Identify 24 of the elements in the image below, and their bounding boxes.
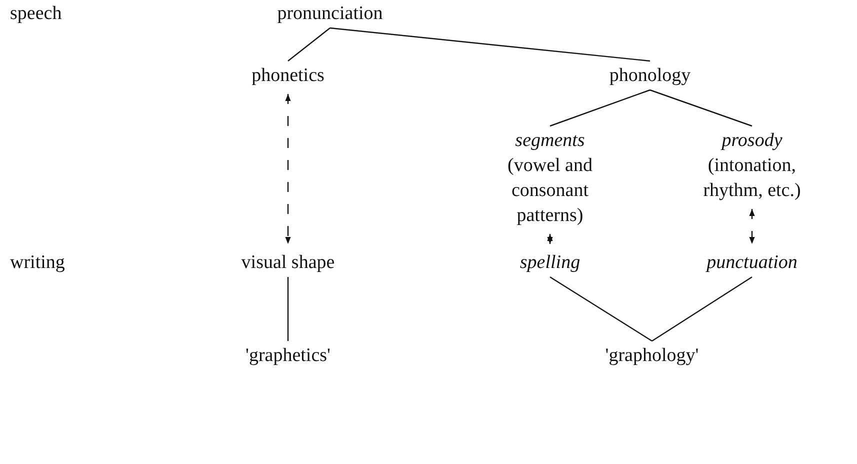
node-label: punctuation [706,251,798,275]
connector-line [550,89,650,127]
node-label: pronunciation [277,2,383,26]
connector-line [288,28,330,62]
dashed-double-arrow [547,234,553,244]
node-label: prosody [722,129,782,153]
connector-line [550,276,652,342]
row-label: speech [10,2,62,26]
node-label: 'graphology' [605,344,699,368]
node-description: (vowel and consonant patterns) [506,154,594,228]
node-label: segments [515,129,585,153]
node-label: spelling [520,251,580,275]
dashed-double-arrow [749,209,755,244]
node-description: (intonation, rhythm, etc.) [702,154,802,203]
node-label: 'graphetics' [246,344,330,368]
connector-line [330,27,650,62]
connector-line [650,89,752,127]
connector-line [287,277,289,341]
row-label: writing [10,251,65,275]
node-label: phonetics [252,64,324,88]
connector-line [652,276,752,342]
node-label: visual shape [241,251,335,275]
dashed-double-arrow [285,94,291,244]
node-label: phonology [609,64,691,88]
